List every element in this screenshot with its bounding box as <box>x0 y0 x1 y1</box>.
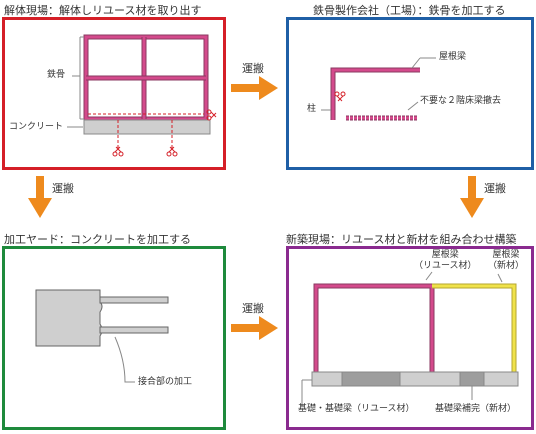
roof-beam-reuse-label-line1: 屋根梁 <box>431 250 459 260</box>
scissors-icon <box>334 91 346 102</box>
scissors-icon <box>206 109 217 121</box>
concrete-label: コンクリート <box>9 122 64 132</box>
steel-label: 鉄骨 <box>47 70 66 80</box>
rebar-lower <box>99 326 169 334</box>
dismantle-panel-title: 解体現場：解体しリユース材を取り出す <box>4 4 202 17</box>
yard-panel-title: 加工ヤード：コンクリートを加工する <box>4 233 191 246</box>
roof-beam-new-label-line2: （新材） <box>488 261 525 271</box>
arrow-right-icon <box>231 316 278 340</box>
factory-roof-beam <box>330 67 420 120</box>
transport-label-top-right: 運搬 <box>242 62 264 75</box>
scissors-icon <box>166 146 178 157</box>
new-building-new-beam <box>432 283 517 372</box>
roof-beam-label: 屋根梁 <box>439 52 467 62</box>
transport-label-left-down: 運搬 <box>52 182 74 195</box>
factory-panel-title: 鉄骨製作会社（工場）：鉄骨を加工する <box>313 4 506 17</box>
new-building-foundation <box>311 371 519 387</box>
scissors-icon <box>112 146 124 157</box>
dismantle-concrete-base <box>83 119 211 135</box>
roof-beam-reuse-label-line2: （リユース材） <box>414 261 477 271</box>
construction-panel <box>286 246 534 430</box>
unneeded-floor-beam-label: 不要な２階床梁撤去 <box>420 96 502 106</box>
joint-processing-label: 接合部の加工 <box>138 377 193 387</box>
arrow-down-icon <box>460 176 484 218</box>
joint-leader-line <box>114 336 135 383</box>
roof-beam-new-label-line1: 屋根梁 <box>492 250 520 260</box>
column-label: 柱 <box>307 104 317 114</box>
dismantle-steel-frame <box>83 34 209 122</box>
new-beam-leader-line <box>497 273 503 283</box>
foundation-reuse-label: 基礎・基礎梁（リユース材） <box>298 404 415 414</box>
concrete-block <box>35 289 103 347</box>
rebar-upper <box>99 296 169 304</box>
new-building-reuse-frame <box>313 283 435 372</box>
steel-bracket <box>72 36 84 120</box>
reuse-beam-leader-line <box>425 271 433 281</box>
roof-beam-new-label: 屋根梁 （新材） <box>488 250 524 272</box>
dismantle-panel <box>2 17 226 170</box>
factory-panel <box>286 17 534 170</box>
construction-panel-title: 新築現場：リユース材と新材を組み合わせ構築 <box>286 233 517 246</box>
transport-label-right-down: 運搬 <box>484 182 506 195</box>
unneeded-beam-leader-line <box>407 101 419 111</box>
arrow-right-icon <box>231 76 278 100</box>
transport-label-bottom-right: 運搬 <box>242 302 264 315</box>
roof-beam-reuse-label: 屋根梁 （リユース材） <box>414 250 477 272</box>
arrow-down-icon <box>28 176 52 218</box>
foundation-new-label: 基礎梁補完（新材） <box>435 404 517 414</box>
